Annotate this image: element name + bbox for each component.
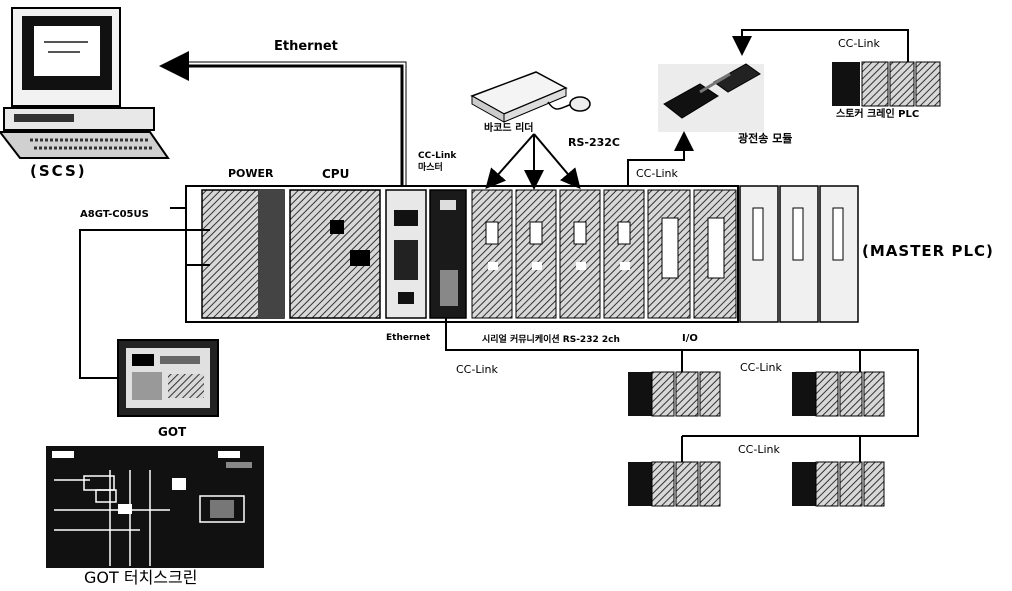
- conveyor-plc-icon: [832, 62, 940, 106]
- rs232c-label: RS-232C: [568, 137, 620, 148]
- got-touchscreen-label: GOT 터치스크린: [84, 570, 197, 586]
- master-plc-label: (MASTER PLC): [862, 244, 994, 259]
- serial-module-label: 시리얼 커뮤니케이션 RS-232 2ch: [482, 336, 620, 345]
- power-label: POWER: [228, 168, 274, 179]
- remote-io-station-4: [792, 462, 884, 506]
- master-plc-rack: [186, 186, 858, 322]
- rs232c-arrows: [488, 134, 578, 186]
- remote-io-station-1: [628, 372, 720, 416]
- cclink-mid-label: CC-Link: [636, 168, 678, 179]
- got-touchscreen-icon: [46, 446, 264, 568]
- scs-computer-icon: [0, 8, 168, 158]
- ethernet-connection: [165, 62, 406, 200]
- cpu-label: CPU: [322, 168, 349, 180]
- got-device-icon: [118, 340, 218, 416]
- got-label: GOT: [158, 426, 186, 438]
- cclink-top-right-label: CC-Link: [838, 38, 880, 49]
- cclink-master-label: CC-Link 마스터: [418, 150, 456, 174]
- remote-io-station-3: [628, 462, 720, 506]
- remote-io-station-2: [792, 372, 884, 416]
- io-label: I/O: [682, 334, 698, 344]
- empty-slots: [740, 186, 858, 322]
- optical-module-label: 광전송 모듈: [738, 133, 792, 144]
- optical-module-icon: [658, 64, 764, 132]
- barcode-reader-icon: [472, 72, 590, 122]
- a8gt-cable-label: A8GT-C05US: [80, 210, 149, 220]
- conveyor-plc-label: 스토커 크레인 PLC: [836, 110, 919, 120]
- cclink-remote2-label: CC-Link: [738, 444, 780, 455]
- barcode-reader-label: 바코드 리더: [484, 124, 533, 134]
- cclink-remote1-label: CC-Link: [740, 362, 782, 373]
- ethernet-bottom-label: Ethernet: [386, 334, 430, 343]
- scs-label: (SCS): [30, 164, 87, 179]
- cclink-bottom-label: CC-Link: [456, 364, 498, 375]
- ethernet-top-label: Ethernet: [274, 40, 338, 53]
